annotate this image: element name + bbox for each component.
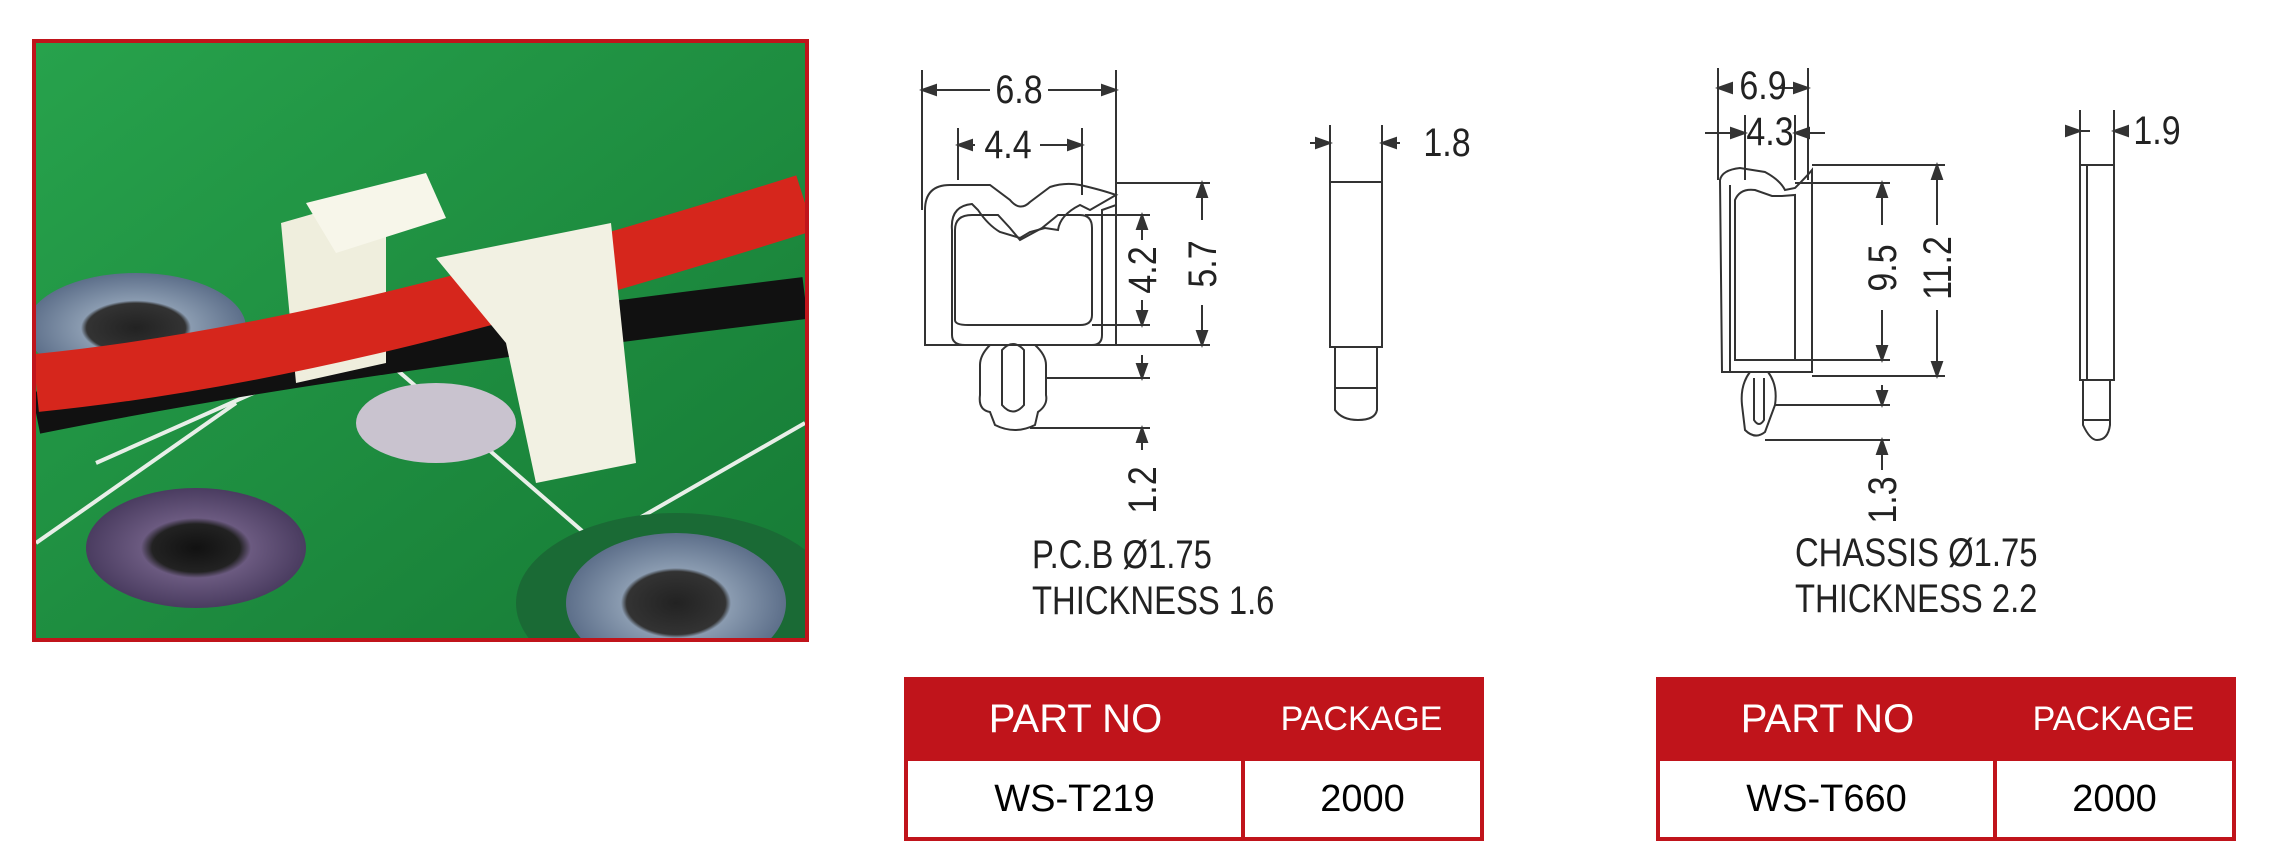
parts-table-ws-t660: PART NO PACKAGE WS-T660 2000 — [1656, 677, 2236, 841]
dim-outer-height: 11.2 — [1914, 236, 1959, 300]
dim-overall-width: 6.9 — [1739, 62, 1786, 107]
clip-outline-drawing: 6.8 4.4 4.2 5.7 1.2 1.8 — [919, 66, 1471, 514]
package-qty: 2000 — [1993, 757, 2236, 841]
package-qty: 2000 — [1241, 757, 1484, 841]
dim-outer-height: 5.7 — [1179, 240, 1224, 287]
dim-inner-height: 9.5 — [1859, 244, 1904, 291]
spec-line-thickness: THICKNESS 1.6 — [1032, 579, 1275, 623]
pcb-cable-clip-image — [36, 43, 805, 638]
header-package: PACKAGE — [1243, 679, 1482, 759]
header-part-no: PART NO — [1658, 679, 1995, 759]
spec-line-mount: P.C.B Ø1.75 — [1032, 533, 1212, 577]
spec-line-thickness: THICKNESS 2.2 — [1795, 577, 2038, 621]
dim-pin-length: 1.2 — [1119, 466, 1164, 513]
spec-ws-t660: CHASSIS Ø1.75 THICKNESS 2.2 — [1795, 530, 2037, 622]
drawing-ws-t219: 6.8 4.4 4.2 5.7 1.2 1.8 — [880, 0, 1500, 665]
product-photo — [32, 39, 809, 642]
part-number: WS-T219 — [904, 757, 1245, 841]
dim-overall-width: 6.8 — [995, 66, 1042, 111]
dim-pin-length: 1.3 — [1859, 476, 1904, 523]
drawing-ws-t660: 6.9 4.3 9.5 11.2 1.3 1.9 — [1700, 0, 2200, 665]
spec-ws-t219: P.C.B Ø1.75 THICKNESS 1.6 — [1032, 532, 1274, 624]
spec-line-mount: CHASSIS Ø1.75 — [1795, 531, 2038, 575]
parts-table-ws-t219: PART NO PACKAGE WS-T219 2000 — [904, 677, 1484, 841]
header-part-no: PART NO — [906, 679, 1243, 759]
dim-inner-width: 4.3 — [1746, 108, 1793, 153]
part-number: WS-T660 — [1656, 757, 1997, 841]
dim-inner-width: 4.4 — [984, 121, 1031, 166]
header-package: PACKAGE — [1995, 679, 2234, 759]
dim-thickness: 1.9 — [2133, 107, 2180, 152]
clip-outline-drawing: 6.9 4.3 9.5 11.2 1.3 1.9 — [1705, 62, 2181, 524]
dim-inner-height: 4.2 — [1119, 246, 1164, 293]
dim-thickness: 1.8 — [1423, 119, 1470, 164]
